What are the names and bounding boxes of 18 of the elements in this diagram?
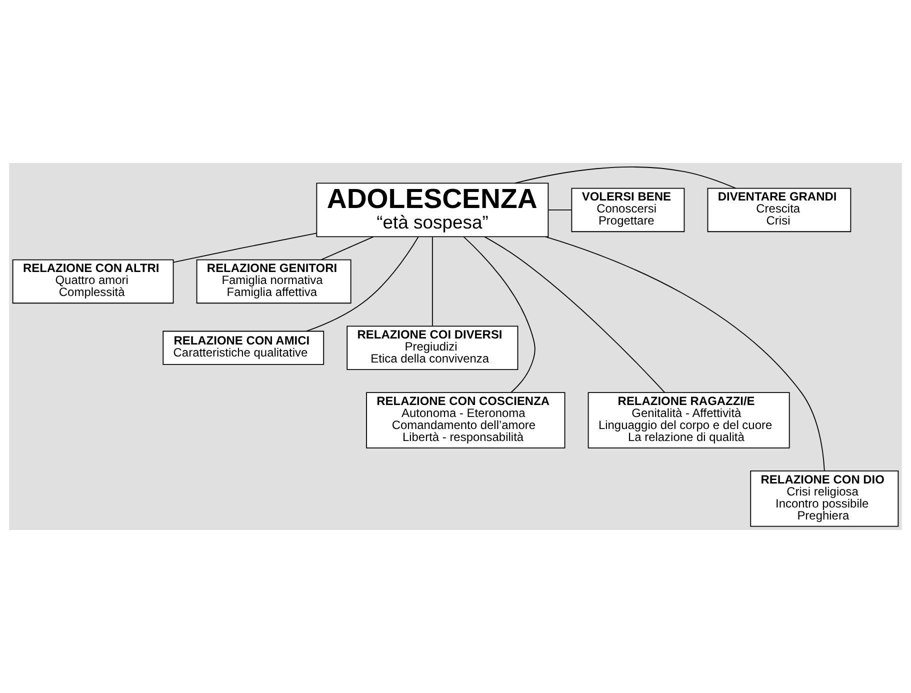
connector: [463, 236, 536, 393]
node-box: RELAZIONE GENITORI Famiglia normativa Famiglia affettiva: [196, 259, 352, 304]
connector: [306, 236, 419, 332]
node-box: RELAZIONE CON COSCIENZA Autonoma - Eteronoma Comandamento dell’amore Libertà - responsabilità: [366, 392, 566, 448]
connector: [545, 236, 825, 472]
connector: [432, 236, 433, 326]
node-box: DIVENTARE GRANDI Crescita Crisi: [707, 188, 852, 232]
node-box: VOLERSI BENE Conoscersi Progettare: [571, 188, 685, 232]
node-box: RELAZIONE CON AMICI Caratteristiche qualitative: [162, 330, 324, 365]
node-box: RELAZIONE CON DIO Crisi religiosa Incontro possibile Preghiera: [750, 470, 899, 527]
node-box: ADOLESCENZA “età sospesa”: [316, 182, 549, 238]
node-box: RELAZIONE RAGAZZI/E Genitalità - Affettività Linguaggio del corpo e del cuore La relazione di qualità: [588, 392, 790, 448]
connector: [320, 236, 374, 260]
node-box: RELAZIONE CON ALTRI Quattro amori Complessità: [12, 259, 174, 304]
connector: [514, 166, 736, 189]
connector: [173, 232, 318, 263]
node-box: RELAZIONE COI DIVERSI Pregiudizi Etica della convivenza: [346, 326, 518, 370]
connector: [484, 236, 666, 394]
